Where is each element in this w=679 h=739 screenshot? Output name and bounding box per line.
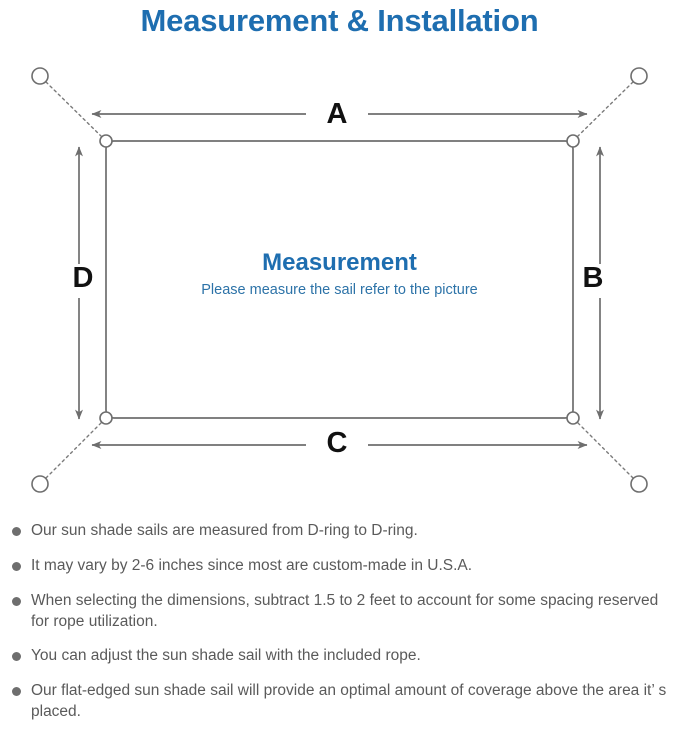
rope-line-bottom-right [577, 422, 634, 479]
rope-line-top-right [577, 81, 634, 137]
notes-list: Our sun shade sails are measured from D-… [0, 520, 679, 735]
bullet-icon [12, 527, 21, 536]
shade-sail-measurement-diagram: Measurement Please measure the sail refe… [0, 46, 679, 516]
dimension-label-b: B [576, 264, 610, 298]
anchor-points [31, 67, 648, 493]
note-text: When selecting the dimensions, subtract … [31, 592, 659, 630]
anchor-point-top-left [31, 67, 49, 85]
note-text: Our sun shade sails are measured from D-… [31, 522, 418, 539]
bullet-icon [12, 597, 21, 606]
anchor-point-top-right [630, 67, 648, 85]
dimension-label-d: D [66, 264, 100, 298]
note-text: It may vary by 2-6 inches since most are… [31, 557, 473, 574]
list-item: It may vary by 2-6 inches since most are… [0, 555, 679, 577]
anchor-point-bottom-left [31, 475, 49, 493]
rope-line-bottom-left [45, 422, 102, 479]
bullet-icon [12, 562, 21, 571]
d-ring-bottom-right [566, 411, 580, 425]
d-ring-bottom-left [99, 411, 113, 425]
list-item: You can adjust the sun shade sail with t… [0, 645, 679, 667]
bullet-icon [12, 687, 21, 696]
anchor-point-bottom-right [630, 475, 648, 493]
note-text: Our flat-edged sun shade sail will provi… [31, 682, 667, 720]
sail-measurement-label: Measurement [262, 249, 417, 276]
list-item: Our flat-edged sun shade sail will provi… [0, 680, 679, 722]
dimension-label-c: C [313, 429, 361, 461]
page-title: Measurement & Installation [140, 3, 539, 38]
dimension-label-a: A [313, 100, 361, 132]
note-text: You can adjust the sun shade sail with t… [31, 647, 421, 664]
rope-lines [45, 81, 634, 479]
bullet-icon [12, 652, 21, 661]
sail-measurement-sublabel: Please measure the sail refer to the pic… [201, 282, 478, 298]
d-ring-top-right [566, 134, 580, 148]
d-rings [99, 134, 580, 425]
list-item: Our sun shade sails are measured from D-… [0, 520, 679, 542]
diagram-svg [31, 67, 648, 493]
rope-line-top-left [45, 81, 102, 137]
d-ring-top-left [99, 134, 113, 148]
list-item: When selecting the dimensions, subtract … [0, 590, 679, 632]
sail-rectangle [105, 140, 574, 419]
